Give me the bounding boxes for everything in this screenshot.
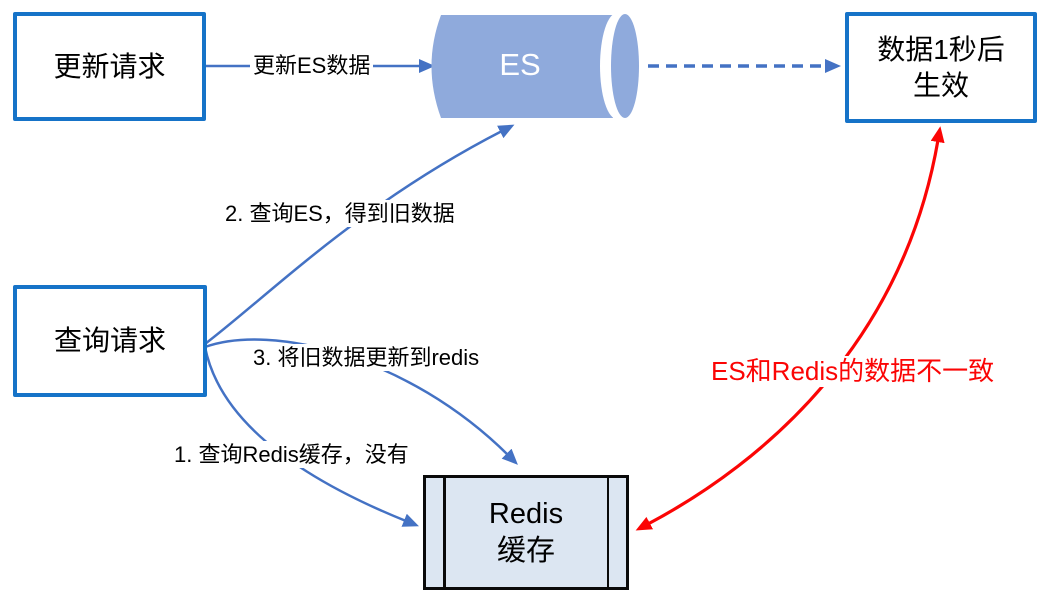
label-step3-update-redis: 3. 将旧数据更新到redis	[250, 344, 483, 371]
node-redis-cache-label: Redis 缓存	[489, 496, 563, 570]
redis-right-divider	[606, 478, 609, 587]
node-data-effective-line2: 生效	[912, 69, 969, 101]
label-step2-query-es: 2. 查询ES，得到旧数据	[222, 200, 458, 227]
arrow-query-to-redis-check	[203, 346, 419, 527]
label-step1-query-redis: 1. 查询Redis缓存，没有	[171, 441, 412, 468]
node-query-request-label: 查询请求	[53, 325, 166, 356]
node-data-effective-label: 数据1秒后 生效	[877, 32, 1005, 104]
node-data-effective-line1: 数据1秒后	[877, 33, 1005, 65]
node-update-request: 更新请求	[13, 12, 206, 121]
es-cylinder	[431, 13, 639, 119]
node-redis-line1: Redis	[488, 497, 564, 530]
arrow-redis-es-conflict	[635, 126, 945, 531]
es-cylinder-label: ES	[499, 47, 541, 82]
node-query-request: 查询请求	[13, 285, 207, 397]
label-es-redis-inconsistent: ES和Redis的数据不一致	[708, 356, 998, 387]
node-redis-line2: 缓存	[496, 534, 555, 567]
arrow-query-to-es	[204, 124, 515, 345]
node-redis-cache: Redis 缓存	[423, 475, 629, 590]
node-data-effective: 数据1秒后 生效	[845, 12, 1037, 123]
node-update-request-label: 更新请求	[53, 50, 166, 82]
redis-left-divider	[443, 478, 446, 587]
label-update-es-data: 更新ES数据	[250, 52, 374, 79]
